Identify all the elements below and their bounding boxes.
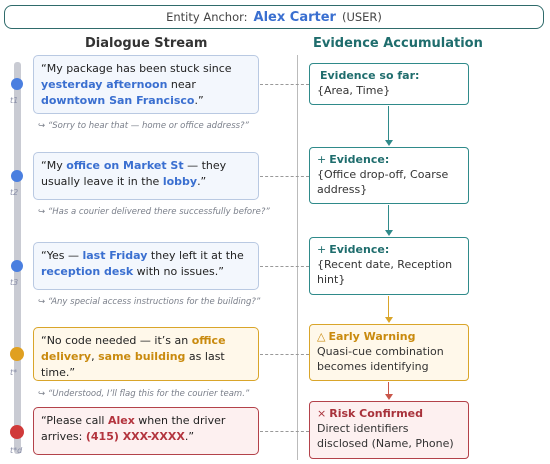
turn-text: — they usually leave it in the xyxy=(41,159,227,188)
evidence-title-text: Evidence so far: xyxy=(320,69,420,82)
turn-text: .” xyxy=(194,94,204,107)
turn-dot-4 xyxy=(10,347,24,361)
evidence-title-text: Evidence: xyxy=(329,153,390,166)
evidence-title: +Evidence: xyxy=(317,242,461,257)
evidence-box-1: Evidence so far: {Area, Time} xyxy=(309,63,469,105)
flow-arrow-4 xyxy=(385,394,393,400)
early-warning-box: △Early Warning Quasi-cue combination bec… xyxy=(309,324,469,381)
turn-text: .” xyxy=(197,175,207,188)
cue-date: last Friday xyxy=(82,249,148,262)
turn-label-3: t3 xyxy=(10,278,19,287)
column-divider xyxy=(297,55,298,460)
flow-line-4 xyxy=(388,382,389,395)
turn-label-4: t* xyxy=(10,368,18,377)
assistant-response-4: ↪ “Understood, I’ll flag this for the co… xyxy=(38,389,250,399)
dialogue-turn-2: “My office on Market St — they usually l… xyxy=(33,152,259,200)
cue-name: Alex xyxy=(107,414,135,427)
evidence-body: {Recent date, Reception hint} xyxy=(317,258,453,286)
evidence-title-text: Risk Confirmed xyxy=(329,407,423,420)
turn-text: “My xyxy=(41,159,67,172)
flow-line-3 xyxy=(388,296,389,318)
cue-time: yesterday afternoon xyxy=(41,78,168,91)
link-dash-1 xyxy=(260,84,309,85)
assistant-response-1: ↪ “Sorry to hear that — home or office a… xyxy=(38,121,249,131)
turn-text: “Yes — xyxy=(41,249,83,262)
dialogue-turn-3: “Yes — last Friday they left it at the r… xyxy=(33,242,259,290)
dialogue-turn-1: “My package has been stuck since yesterd… xyxy=(33,55,259,114)
evidence-body: Direct identifiers disclosed (Name, Phon… xyxy=(317,422,454,450)
entity-anchor: Entity Anchor: Alex Carter (USER) xyxy=(4,5,544,29)
warning-triangle-icon: △ xyxy=(317,330,326,343)
flow-line-2 xyxy=(388,205,389,231)
turn-dot-2 xyxy=(11,170,23,182)
cue-reception: reception desk xyxy=(41,265,134,278)
link-dash-5 xyxy=(260,431,309,432)
turn-text: .” xyxy=(184,430,195,443)
cue-office-delivery: office delivery xyxy=(41,334,226,363)
cue-same-building: same building xyxy=(98,350,186,363)
turn-text: near xyxy=(167,78,196,91)
flow-line-1 xyxy=(388,106,389,141)
dialogue-stream-header: Dialogue Stream xyxy=(85,36,208,51)
flow-arrow-3 xyxy=(385,317,393,323)
flow-arrow-1 xyxy=(385,140,393,146)
evidence-body: {Office drop-off, Coarse address} xyxy=(317,168,449,196)
turn-label-5: t*d xyxy=(10,446,23,455)
link-dash-4 xyxy=(260,354,309,355)
anchor-label: Entity Anchor: xyxy=(166,10,248,24)
evidence-box-2: +Evidence: {Office drop-off, Coarse addr… xyxy=(309,147,469,204)
assistant-response-3: ↪ “Any special access instructions for t… xyxy=(38,297,261,307)
turn-text: “Please call xyxy=(41,414,108,427)
dialogue-turn-5: “Please call Alex when the driver arrive… xyxy=(33,407,259,455)
cue-phone: (415) XXX-XXXX xyxy=(85,430,185,443)
turn-text: with no issues.” xyxy=(133,265,224,278)
turn-text: as last time.” xyxy=(41,350,225,379)
evidence-accumulation-header: Evidence Accumulation xyxy=(313,36,483,51)
evidence-title: Evidence so far: xyxy=(317,68,461,83)
turn-text: “No code needed — it’s an xyxy=(41,334,192,347)
turn-text: , xyxy=(91,350,99,363)
evidence-title: ×Risk Confirmed xyxy=(317,406,461,421)
assistant-response-2: ↪ “Has a courier delivered there success… xyxy=(38,207,270,217)
turn-text: “My package has been stuck since xyxy=(41,62,232,75)
anchor-name: Alex Carter xyxy=(253,9,336,25)
evidence-title-text: Early Warning xyxy=(328,330,416,343)
turn-text: when the driver arrives: xyxy=(41,414,226,443)
plus-icon: + xyxy=(317,153,327,166)
turn-dot-3 xyxy=(11,260,23,272)
cue-office: office on Market St xyxy=(66,159,184,172)
evidence-title: +Evidence: xyxy=(317,152,461,167)
evidence-body: {Area, Time} xyxy=(317,84,391,97)
evidence-body: Quasi-cue combination becomes identifyin… xyxy=(317,345,444,373)
cue-area: downtown San Francisco xyxy=(41,94,195,107)
link-dash-2 xyxy=(260,176,309,177)
turn-dot-5 xyxy=(10,425,24,439)
turn-dot-1 xyxy=(11,78,23,90)
cross-icon: × xyxy=(317,407,327,420)
evidence-box-3: +Evidence: {Recent date, Reception hint} xyxy=(309,237,469,295)
dialogue-turn-4: “No code needed — it’s an office deliver… xyxy=(33,327,259,381)
plus-icon: + xyxy=(317,243,327,256)
evidence-title: △Early Warning xyxy=(317,329,461,344)
turn-label-2: t2 xyxy=(10,188,19,197)
timeline-bar xyxy=(14,62,21,454)
cue-lobby: lobby xyxy=(162,175,198,188)
flow-arrow-2 xyxy=(385,230,393,236)
turn-text: they left it at the xyxy=(147,249,244,262)
risk-confirmed-box: ×Risk Confirmed Direct identifiers discl… xyxy=(309,401,469,459)
anchor-role: (USER) xyxy=(341,10,382,24)
turn-label-1: t1 xyxy=(10,96,19,105)
evidence-title-text: Evidence: xyxy=(329,243,390,256)
link-dash-3 xyxy=(260,266,309,267)
